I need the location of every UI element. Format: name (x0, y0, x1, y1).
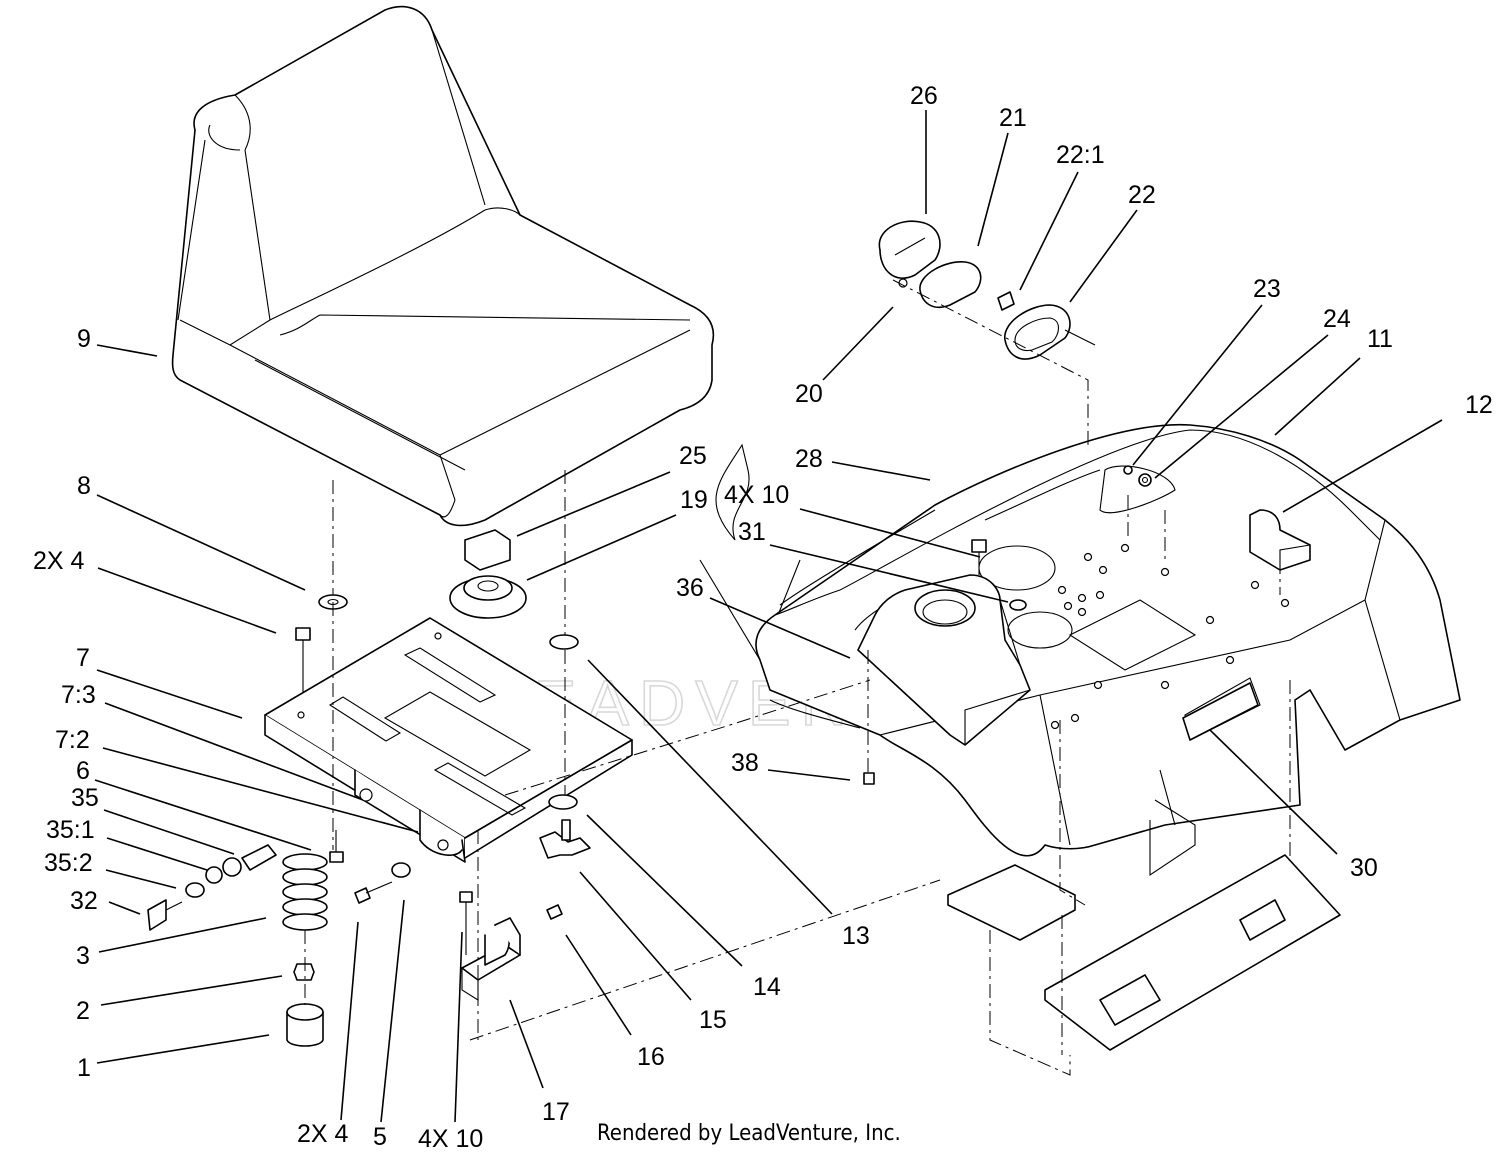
console-36 (857, 574, 1031, 746)
lower-frame (947, 495, 1341, 1076)
callout-9: 9 (77, 325, 91, 353)
callout-3: 3 (76, 942, 90, 970)
callout-6: 6 (76, 757, 90, 785)
nut-16 (546, 904, 563, 920)
fender-body (755, 423, 1461, 857)
callout-20: 20 (795, 380, 823, 408)
callout-22: 22 (1128, 181, 1156, 209)
callout-38: 38 (731, 749, 759, 777)
leader-lines (94, 110, 1443, 1123)
callout-35-1: 35:1 (46, 816, 95, 844)
callout-32: 32 (70, 887, 98, 915)
callout-7: 7 (76, 644, 90, 672)
callout-2x4-left: 2X 4 (33, 547, 85, 575)
grommet-19 (449, 575, 527, 619)
callout-4x10-bottom: 4X 10 (418, 1125, 483, 1153)
bolt-38 (863, 772, 875, 785)
washer-14 (548, 794, 578, 810)
callout-4x10-top: 4X 10 (724, 481, 789, 509)
washer-5 (391, 862, 411, 878)
washer-13 (549, 634, 579, 650)
callout-8: 8 (77, 472, 91, 500)
bracket-17 (461, 917, 521, 1001)
callout-28: 28 (795, 445, 823, 473)
callout-24: 24 (1323, 305, 1351, 333)
callout-1: 1 (77, 1054, 91, 1082)
callout-2x4-bottom: 2X 4 (297, 1120, 349, 1148)
callout-14: 14 (753, 973, 781, 1001)
bolt-4 (295, 627, 311, 718)
callout-7-3: 7:3 (61, 681, 96, 709)
callout-36: 36 (676, 574, 704, 602)
callout-2: 2 (76, 997, 90, 1025)
fasteners-23-24 (1123, 465, 1152, 487)
callout-16: 16 (637, 1043, 665, 1071)
callout-12: 12 (1465, 391, 1493, 419)
bolt-10 (459, 891, 473, 955)
callout-35: 35 (71, 784, 99, 812)
callout-5: 5 (373, 1123, 387, 1151)
bolt-top-10 (971, 539, 987, 575)
light-assembly (878, 220, 1096, 450)
bumper-1 (286, 1003, 324, 1047)
callout-30: 30 (1350, 854, 1378, 882)
bolt-4b (354, 881, 393, 904)
bolt-under-plate (329, 830, 344, 863)
spring-3 (282, 853, 328, 931)
footer-credit: Rendered by LeadVenture, Inc. (597, 1121, 901, 1146)
callout-15: 15 (699, 1006, 727, 1034)
callout-31: 31 (738, 518, 766, 546)
callout-labels: 26 21 22:1 22 23 24 11 12 9 20 28 25 4X … (33, 82, 1493, 1153)
callout-21: 21 (999, 104, 1027, 132)
bumper-25 (464, 529, 511, 571)
panel-30 (1182, 682, 1259, 741)
callout-25: 25 (679, 442, 707, 470)
callout-35-2: 35:2 (44, 849, 93, 877)
callout-23: 23 (1253, 275, 1281, 303)
knob-15 (539, 819, 591, 859)
callout-17: 17 (542, 1098, 570, 1126)
nut-2 (293, 963, 315, 981)
callout-26: 26 (910, 82, 938, 110)
nut-31 (1009, 599, 1027, 611)
callout-13: 13 (842, 922, 870, 950)
callout-7-2: 7:2 (55, 726, 90, 754)
seat (171, 5, 715, 527)
seat-plate (264, 617, 633, 863)
callout-11: 11 (1367, 325, 1393, 353)
key-32 (147, 899, 183, 931)
callout-22-1: 22:1 (1056, 141, 1105, 169)
callout-19: 19 (680, 486, 708, 514)
switch-6 (185, 844, 277, 898)
